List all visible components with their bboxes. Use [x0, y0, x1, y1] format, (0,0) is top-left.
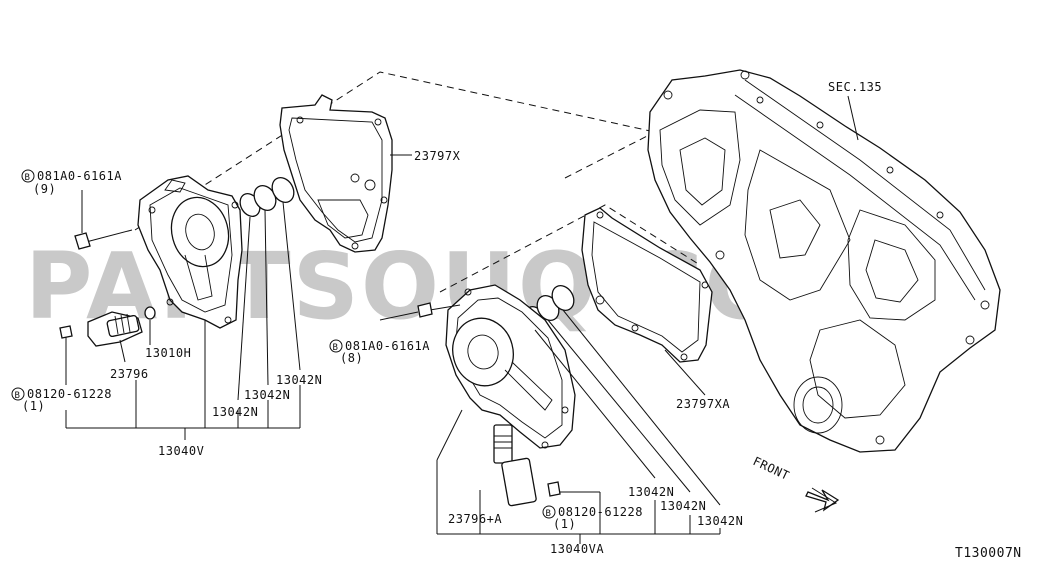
front-cover-sec135: SEC.135: [647, 69, 1001, 453]
label-bolt-right: 081A0-6161A: [345, 339, 430, 353]
svg-text:B: B: [333, 343, 339, 353]
label-bolt2-left: 08120-61228: [27, 387, 112, 401]
diagram-code: T130007N: [955, 546, 1022, 561]
left-gasket-23797x: [279, 94, 393, 253]
label-gasket-right: 23797XA: [676, 397, 730, 411]
label-oring-left-3: 13042N: [212, 405, 258, 419]
right-solenoid-23796a: [493, 424, 600, 507]
left-solenoid-23796: [59, 306, 156, 385]
left-labels: B 081A0-6161A (9) 23797X 13010H 23796 13…: [11, 149, 461, 458]
label-oring-right-1: 13042N: [628, 485, 674, 499]
alignment-lines: [134, 71, 701, 293]
right-labels: B 081A0-6161A (8) 23797XA 13042N 13042N …: [329, 339, 743, 556]
label-oring-right-2: 13042N: [660, 499, 706, 513]
label-oring-right-3: 13042N: [697, 514, 743, 528]
label-bolt2-right-qty: (1): [553, 517, 576, 531]
label-oring-left-2: 13042N: [244, 388, 290, 402]
left-cover-13040v: [137, 175, 243, 329]
right-gasket-23797xa: [581, 207, 713, 363]
svg-text:B: B: [15, 391, 21, 401]
label-gasket-left: 23797X: [414, 149, 461, 163]
label-bolt-right-qty: (8): [340, 351, 363, 365]
right-bolt-081a0: [379, 302, 461, 321]
left-orings: [239, 177, 295, 217]
label-seal-left: 13010H: [145, 346, 191, 360]
label-solenoid-right: 23796+A: [448, 512, 502, 526]
label-front: FRONT: [751, 454, 792, 483]
label-bolt2-right: 08120-61228: [558, 505, 643, 519]
label-sec135: SEC.135: [828, 80, 882, 94]
svg-text:B: B: [546, 509, 552, 519]
front-arrow: FRONT: [751, 454, 840, 513]
label-solenoid-left: 23796: [110, 367, 149, 381]
label-oring-left-1: 13042N: [276, 373, 322, 387]
label-bolt-left: 081A0-6161A: [37, 169, 122, 183]
label-bolt-left-qty: (9): [33, 182, 56, 196]
svg-text:B: B: [25, 173, 31, 183]
right-cover-13040va: [445, 284, 576, 449]
left-bolt-081a0: [74, 190, 133, 250]
label-assembly-left: 13040V: [158, 444, 204, 458]
right-leaders: [436, 309, 721, 544]
left-leaders: [65, 154, 412, 440]
label-assembly-right: 13040VA: [550, 542, 604, 556]
label-bolt2-left-qty: (1): [22, 399, 45, 413]
